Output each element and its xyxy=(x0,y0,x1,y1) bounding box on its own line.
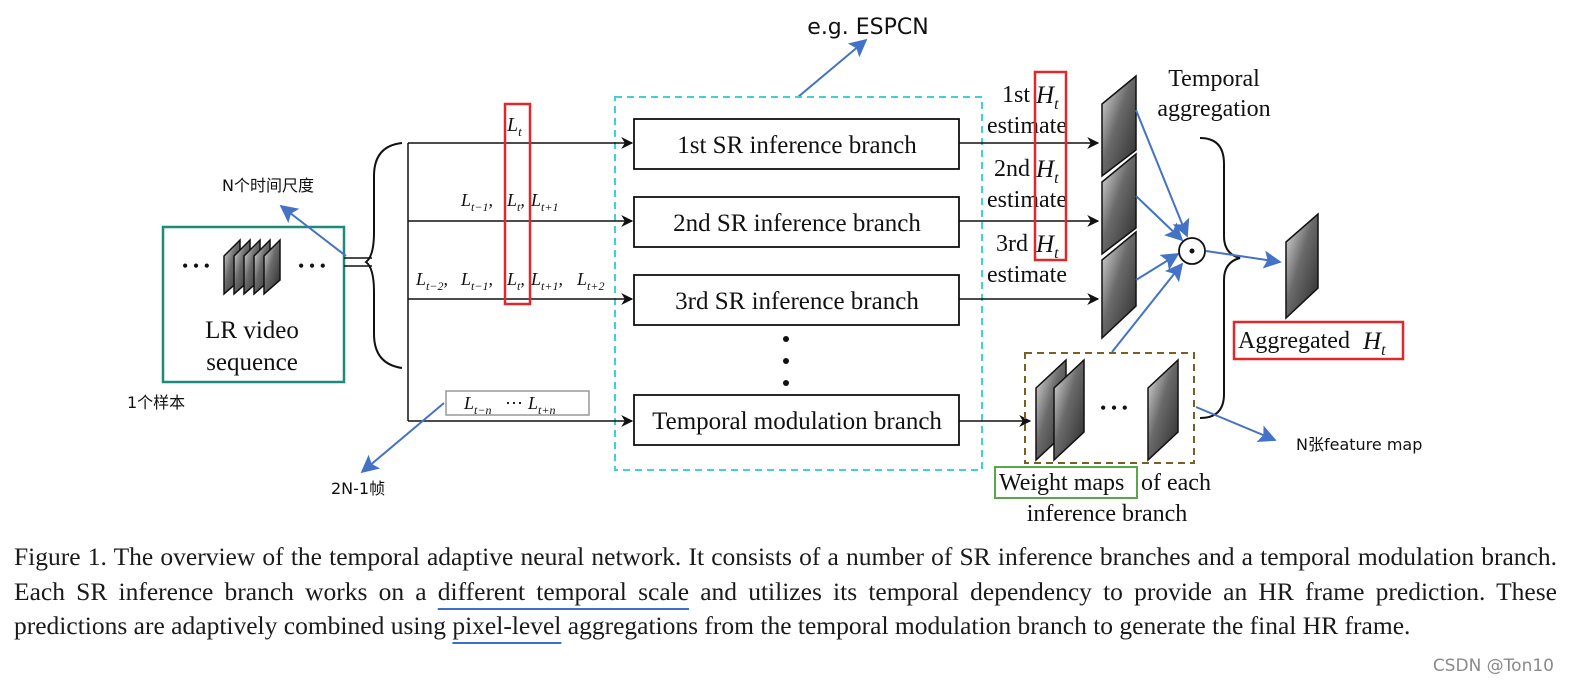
svg-text:Lt−1,: Lt−1, xyxy=(460,190,493,214)
svg-text:Ht: Ht xyxy=(1035,82,1059,113)
branch-box-3 xyxy=(633,274,960,326)
frames-label-b2: Lt−1, Lt, Lt+1 xyxy=(460,190,558,214)
lr-video-label-2: sequence xyxy=(206,349,298,376)
diagram: e.g. ESPCN • • • • • • LR video sequence… xyxy=(127,15,1422,527)
aggregated-arrow xyxy=(1205,250,1282,269)
svg-text:Lt,: Lt, xyxy=(506,190,525,214)
frames-label-b3: Lt−2, Lt−1, Lt, Lt+1, Lt+2 xyxy=(415,269,604,293)
estimate-2-symbol: Ht xyxy=(1035,156,1059,187)
agg-arrow-weights xyxy=(1111,262,1184,353)
temporal-aggregation-title-2: aggregation xyxy=(1157,96,1270,122)
weight-maps-label-line2: inference branch xyxy=(1027,501,1188,527)
watermark: CSDN @Ton10 xyxy=(1432,656,1554,676)
svg-text:Lt+1: Lt+1 xyxy=(530,190,558,214)
svg-text:Ht: Ht xyxy=(1035,231,1059,262)
svg-text:Lt+1,: Lt+1, xyxy=(530,269,563,293)
aggregated-map xyxy=(1285,212,1319,320)
svg-text:Ht: Ht xyxy=(1035,156,1059,187)
n-feature-maps-label: N张feature map xyxy=(1296,435,1422,454)
estimate-1-symbol: Ht xyxy=(1035,82,1059,113)
frames-pointer-arrow xyxy=(360,402,445,474)
aggregation-brace xyxy=(1199,137,1241,419)
estimate-2-word: estimate xyxy=(987,187,1067,213)
aggregated-label-box xyxy=(1232,320,1405,361)
input-dots-right: • • • xyxy=(298,256,326,276)
temporal-branch-box xyxy=(633,394,960,446)
weight-maps-dots: • • • xyxy=(1100,398,1128,418)
product-node-dot xyxy=(1189,248,1195,254)
lr-frames-stack xyxy=(223,238,281,296)
espcn-pointer-arrow xyxy=(797,38,868,98)
frames-2n1-label: 2N-1帧 xyxy=(331,479,385,498)
svg-text:Lt−2,: Lt−2, xyxy=(415,269,448,293)
caption-underline-pixel-level: pixel-level xyxy=(452,611,562,640)
weight-maps-region xyxy=(1024,352,1195,464)
agg-arrow-3 xyxy=(1135,253,1180,281)
caption-underline-temporal-scale: different temporal scale xyxy=(437,576,690,606)
lr-video-label-1: LR video xyxy=(205,317,299,344)
svg-text:Lt+n: Lt+n xyxy=(527,393,555,417)
weight-maps-label: Weight maps xyxy=(999,470,1124,496)
estimate-3-symbol: Ht xyxy=(1035,231,1059,262)
caption-part-3: aggregations from the temporal modulatio… xyxy=(561,611,1411,640)
estimate-3-word: estimate xyxy=(987,262,1067,288)
current-frame-highlight xyxy=(503,102,532,306)
one-sample-label: 1个样本 xyxy=(127,393,185,412)
agg-arrow-2 xyxy=(1135,195,1184,242)
n-time-scales-label: N个时间尺度 xyxy=(222,176,314,195)
branch-label-1: 1st SR inference branch xyxy=(677,132,917,159)
estimate-map-3 xyxy=(1101,230,1137,340)
temporal-aggregation-title-1: Temporal xyxy=(1168,66,1260,92)
input-dots-left: • • • xyxy=(182,256,210,276)
left-brace xyxy=(364,142,403,369)
estimate-highlight xyxy=(1033,70,1068,262)
temporal-branch-label: Temporal modulation branch xyxy=(652,408,942,435)
branch-label-2: 2nd SR inference branch xyxy=(673,210,921,237)
aggregated-label: Aggregated xyxy=(1238,328,1350,354)
svg-text:Lt,: Lt, xyxy=(506,269,525,293)
frames-temporal-box xyxy=(445,390,590,416)
caption-part-2: and utilizes its temporal dependency to … xyxy=(14,576,1557,641)
figure-caption: Figure 1. The overview of the temporal a… xyxy=(14,540,1557,644)
estimate-1-word: estimate xyxy=(987,113,1067,139)
espcn-label: e.g. ESPCN xyxy=(807,15,928,40)
aggregated-symbol: Ht xyxy=(1362,328,1386,359)
weight-map-2 xyxy=(1053,358,1085,462)
estimate-map-2 xyxy=(1101,152,1137,256)
estimate-1-prefix: 1st xyxy=(1002,82,1030,108)
svg-text:Lt−1,: Lt−1, xyxy=(460,269,493,293)
branch-ellipsis xyxy=(783,336,789,386)
svg-text:Lt+2: Lt+2 xyxy=(576,269,604,293)
caption-part-1: Figure 1. The overview of the temporal a… xyxy=(14,542,1557,606)
estimate-3-prefix: 3rd xyxy=(996,231,1028,257)
branch-label-3: 3rd SR inference branch xyxy=(675,288,919,315)
feature-maps-pointer-arrow xyxy=(1195,406,1277,443)
svg-text:Ht: Ht xyxy=(1362,328,1386,359)
lr-video-box xyxy=(161,225,346,384)
estimate-2-prefix: 2nd xyxy=(994,156,1030,182)
svg-text:⋯: ⋯ xyxy=(505,393,523,413)
agg-arrow-1 xyxy=(1135,109,1190,238)
frames-label-b1: Lt xyxy=(506,114,522,139)
svg-text:Lt: Lt xyxy=(506,114,522,139)
branch-box-2 xyxy=(633,196,960,248)
branch-box-1 xyxy=(633,118,960,170)
estimate-map-1 xyxy=(1101,74,1137,178)
time-scales-pointer-arrow xyxy=(279,204,347,257)
weight-maps-label-box xyxy=(994,466,1138,499)
weight-maps-label-rest: of each xyxy=(1141,470,1211,496)
weight-map-n xyxy=(1147,358,1179,462)
sr-network-region xyxy=(614,96,983,471)
